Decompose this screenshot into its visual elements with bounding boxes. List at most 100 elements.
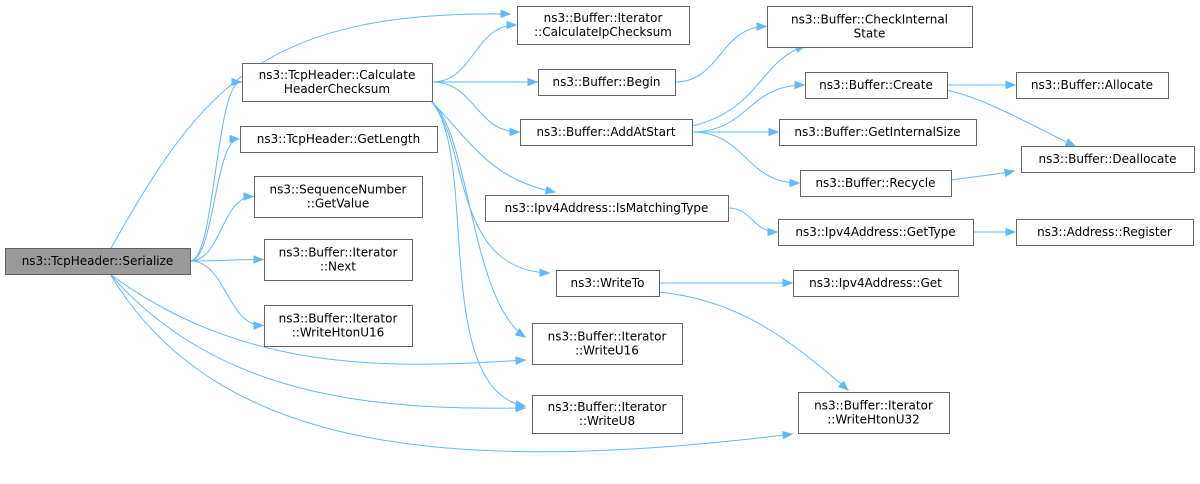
node-isMatchingType[interactable]: ns3::Ipv4Address::IsMatchingType [485, 195, 729, 222]
edge-line [109, 273, 526, 365]
node-box [1016, 219, 1194, 246]
node-label: ns3::Buffer::Recycle [815, 176, 935, 190]
edge-line [429, 99, 556, 193]
node-label: ns3::Ipv4Address::IsMatchingType [505, 201, 709, 215]
node-label: ns3::Buffer::AddAtStart [536, 125, 675, 139]
node-bufBegin[interactable]: ns3::Buffer::Begin [538, 69, 676, 96]
node-writeU16[interactable]: ns3::Buffer::Iterator::WriteU16 [532, 323, 683, 365]
arrow-head-icon [756, 22, 768, 31]
node-writeTo[interactable]: ns3::WriteTo [556, 270, 660, 297]
edge-calcHeaderChecksum-to-addAtStart [431, 81, 521, 137]
node-label: ns3::Buffer::Iterator [279, 246, 398, 260]
edge-addAtStart-to-getInternalSize [692, 127, 780, 137]
node-calcIpChecksum[interactable]: ns3::Buffer::Iterator::CalculateIpChecks… [517, 6, 690, 45]
edge-bufCreate-to-bufAllocate [947, 80, 1017, 90]
edge-calcHeaderChecksum-to-writeTo [429, 99, 551, 277]
arrow-head-icon [527, 77, 539, 87]
node-box [485, 195, 729, 222]
arrow-head-icon [506, 20, 518, 30]
node-box [767, 6, 973, 48]
arrow-head-icon [1064, 138, 1077, 147]
edge-line [691, 45, 806, 127]
edge-line [658, 291, 849, 391]
arrow-head-icon [782, 278, 794, 288]
arrow-head-icon [500, 9, 512, 19]
node-bufAllocate[interactable]: ns3::Buffer::Allocate [1016, 72, 1169, 99]
node-box [793, 270, 959, 297]
node-label: ns3::WriteTo [571, 276, 645, 290]
edge-line [429, 99, 550, 274]
node-label: ns3::Ipv4Address::GetType [795, 225, 955, 239]
node-seqGetValue[interactable]: ns3::SequenceNumber::GetValue [254, 176, 423, 218]
arrow-head-icon [789, 178, 801, 188]
edge-writeTo-to-writeHtonU32 [658, 291, 850, 391]
node-label: ns3::Buffer::Iterator [548, 400, 667, 414]
node-label: HeaderChecksum [284, 82, 390, 96]
edge-line [189, 138, 240, 262]
edge-serialize-to-writeU16 [109, 273, 527, 365]
edge-writeTo-to-ipv4Get [658, 278, 794, 288]
arrow-head-icon [515, 356, 527, 365]
arrow-head-icon [509, 127, 521, 137]
edge-line [946, 89, 1076, 147]
node-getLength[interactable]: ns3::TcpHeader::GetLength [240, 126, 438, 153]
node-box [800, 170, 952, 197]
edge-line [431, 81, 520, 133]
edge-isMatchingType-to-ipv4GetType [727, 207, 779, 237]
node-label: ns3::SequenceNumber [270, 183, 407, 197]
node-box [556, 270, 660, 297]
node-writeHtonU16[interactable]: ns3::Buffer::Iterator::WriteHtonU16 [264, 305, 413, 347]
node-label: ns3::TcpHeader::GetLength [257, 132, 420, 146]
arrow-head-icon [782, 430, 794, 440]
arrow-head-icon [229, 134, 241, 144]
node-box [264, 239, 413, 281]
node-box [798, 392, 950, 434]
edge-addAtStart-to-bufRecycle [691, 131, 801, 188]
node-box [5, 248, 191, 275]
edge-line [429, 99, 526, 338]
node-box [532, 323, 683, 365]
node-writeHtonU32[interactable]: ns3::Buffer::Iterator::WriteHtonU32 [798, 392, 950, 434]
edge-line [189, 81, 242, 262]
node-label: ns3::Buffer::Begin [552, 75, 660, 89]
arrow-head-icon [243, 192, 255, 201]
node-getInternalSize[interactable]: ns3::Buffer::GetInternalSize [779, 119, 977, 146]
node-ipv4GetType[interactable]: ns3::Ipv4Address::GetType [778, 219, 974, 246]
node-bufRecycle[interactable]: ns3::Buffer::Recycle [800, 170, 952, 197]
edge-calcHeaderChecksum-to-bufBegin [432, 77, 539, 87]
node-ipv4Get[interactable]: ns3::Ipv4Address::Get [793, 270, 959, 297]
edge-addAtStart-to-bufCreate [691, 80, 806, 133]
node-label: ns3::Buffer::Allocate [1031, 78, 1153, 92]
node-label: ns3::TcpHeader::Serialize [22, 254, 174, 268]
node-writeU8[interactable]: ns3::Buffer::Iterator::WriteU8 [532, 395, 683, 434]
node-label: State [854, 27, 886, 41]
edge-addAtStart-to-checkInternal [691, 44, 807, 127]
node-label: ns3::TcpHeader::Calculate [259, 68, 416, 82]
edge-line [691, 84, 805, 133]
node-addAtStart[interactable]: ns3::Buffer::AddAtStart [520, 119, 693, 146]
node-box [778, 219, 974, 246]
edge-line [189, 259, 264, 262]
node-box [264, 305, 413, 347]
node-label: ::GetValue [307, 197, 369, 211]
edge-calcHeaderChecksum-to-writeU16 [429, 99, 527, 338]
node-box [532, 395, 683, 434]
node-serialize[interactable]: ns3::TcpHeader::Serialize [5, 248, 191, 275]
arrow-head-icon [1003, 168, 1016, 178]
node-iterNext[interactable]: ns3::Buffer::Iterator::Next [264, 239, 413, 281]
node-box [520, 119, 693, 146]
edge-serialize-to-calcHeaderChecksum [189, 77, 243, 262]
node-bufCreate[interactable]: ns3::Buffer::Create [805, 72, 948, 99]
arrow-head-icon [544, 186, 557, 195]
edge-line [189, 260, 264, 326]
node-addrRegister[interactable]: ns3::Address::Register [1016, 219, 1194, 246]
node-bufDeallocate[interactable]: ns3::Buffer::Deallocate [1021, 146, 1195, 173]
node-label: ns3::Buffer::Iterator [548, 330, 667, 344]
arrow-head-icon [767, 227, 779, 237]
edge-serialize-to-writeHtonU16 [189, 260, 265, 330]
node-label: ::WriteHtonU16 [292, 326, 385, 340]
edge-line [431, 24, 517, 83]
